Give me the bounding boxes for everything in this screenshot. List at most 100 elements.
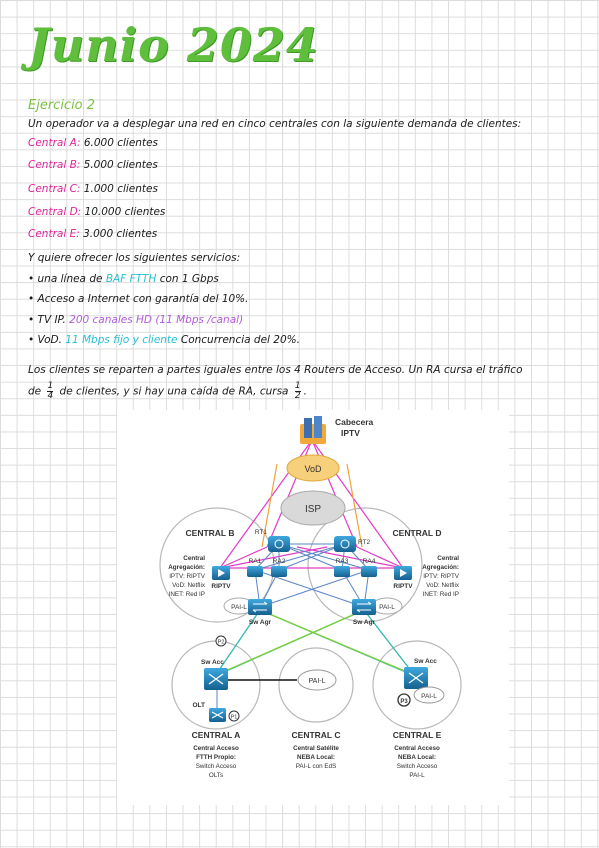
p1-label: P1 xyxy=(231,715,238,721)
service-highlight: 200 canales HD (11 Mbps /canal) xyxy=(69,314,244,326)
p1-marker: P1 xyxy=(228,710,240,722)
ra3-router-icon xyxy=(334,566,350,577)
central-e-info: Central Acceso NEBA Local: Switch Acceso… xyxy=(394,745,440,779)
p3-label: P3 xyxy=(400,699,408,705)
central-value: 3.000 clientes xyxy=(83,228,158,240)
info-line: Agregación: xyxy=(168,564,205,571)
p2-marker: P2 xyxy=(215,635,227,647)
p2-label: P2 xyxy=(218,640,225,646)
pail-label: PAI-L xyxy=(421,693,437,700)
rt1-router-icon xyxy=(268,536,290,552)
riptv-d-icon xyxy=(394,566,412,580)
info-line: NEBA Local: xyxy=(398,754,436,761)
info-line: Central Acceso xyxy=(193,745,239,752)
sw-agr-d-label: Sw Agr xyxy=(353,619,376,626)
sw-acc-e-label: Sw Acc xyxy=(414,658,437,665)
info-line: INET: Red IP xyxy=(423,591,459,598)
central-e-line: Central E: 3.000 clientes xyxy=(28,228,157,240)
service-text: una línea de xyxy=(37,273,103,285)
info-line: PAI-L con EdS xyxy=(296,763,337,770)
riptv-d-label: RIPTV xyxy=(393,583,413,590)
central-d-info: Central Agregación: IPTV: RIPTV VoD: Net… xyxy=(422,555,460,598)
ra1-label: RA1 xyxy=(249,558,262,565)
p3-marker: P3 xyxy=(397,693,411,707)
exercise-title: Ejercicio 2 xyxy=(28,98,96,113)
central-b-line: Central B: 5.000 clientes xyxy=(28,159,158,171)
service-text: Acceso a Internet con garantía del 10%. xyxy=(37,293,249,305)
pail-label: PAI-L xyxy=(231,604,247,611)
rt2-router-icon xyxy=(334,536,356,552)
ra4-label: RA4 xyxy=(363,558,376,565)
info-line: Central xyxy=(437,555,459,562)
service-text: TV IP. xyxy=(37,314,66,326)
info-line: Switch Acceso xyxy=(196,763,237,770)
paragraph-line-2: de 1 4 de clientes, y si hay una caída d… xyxy=(28,381,307,401)
sw-agr-b-switch-icon xyxy=(248,599,272,615)
fraction: 1 4 xyxy=(47,381,54,401)
info-line: Switch Acceso xyxy=(397,763,438,770)
sw-agr-d-switch-icon xyxy=(352,599,376,615)
fraction-denominator: 2 xyxy=(294,391,301,401)
info-line: OLTs xyxy=(209,772,223,779)
info-line: NEBA Local: xyxy=(297,754,335,761)
vod-cloud: VoD xyxy=(286,454,340,482)
central-b-title: CENTRAL B xyxy=(186,528,235,538)
service-item-vod: • VoD. 11 Mbps fijo y cliente Concurrenc… xyxy=(28,334,300,346)
info-line: Central Acceso xyxy=(394,745,440,752)
pail-e: PAI-L xyxy=(413,686,445,704)
service-highlight: BAF FTTH xyxy=(105,273,157,285)
central-c-circle xyxy=(278,647,354,723)
service-item-internet: • Acceso a Internet con garantía del 10%… xyxy=(28,293,249,305)
service-text: VoD. xyxy=(37,334,62,346)
sw-acc-a-switch-icon xyxy=(204,668,228,690)
info-line: IPTV: RIPTV xyxy=(423,573,460,580)
sw-agr-b-label: Sw Agr xyxy=(249,619,272,626)
service-text: con 1 Gbps xyxy=(159,273,219,285)
iptv-label: IPTV xyxy=(341,428,360,438)
service-item-baf: • una línea de BAF FTTH con 1 Gbps xyxy=(28,273,219,285)
headend-icon xyxy=(300,416,326,444)
cabecera-label: Cabecera xyxy=(335,417,374,427)
access-links xyxy=(214,609,416,677)
central-c-title: CENTRAL C xyxy=(292,730,341,740)
central-a-line: Central A: 6.000 clientes xyxy=(28,137,158,149)
pail-d: PAI-L xyxy=(371,597,403,615)
page-title: Junio 2024 xyxy=(28,18,319,72)
fraction-numerator: 1 xyxy=(294,381,301,392)
paragraph-text: de xyxy=(28,385,42,398)
riptv-b-icon xyxy=(212,566,230,580)
intro-text: Un operador va a desplegar una red en ci… xyxy=(28,118,522,130)
central-value: 5.000 clientes xyxy=(83,159,158,171)
riptv-b-label: RIPTV xyxy=(211,583,231,590)
central-d-title: CENTRAL D xyxy=(393,528,442,538)
central-a-title: CENTRAL A xyxy=(192,730,241,740)
central-c-info: Central Satélite NEBA Local: PAI-L con E… xyxy=(293,745,339,770)
central-b-info: Central Agregación: IPTV: RIPTV VoD: Net… xyxy=(168,555,206,598)
info-line: Agregación: xyxy=(422,564,459,571)
service-highlight: 11 Mbps fijo y cliente xyxy=(65,334,178,346)
fraction-numerator: 1 xyxy=(47,381,54,392)
central-c-line: Central C: 1.000 clientes xyxy=(28,183,158,195)
isp-cloud: ISP xyxy=(280,490,346,526)
network-diagram-svg: VoD ISP Cabecera IPTV RT1 RT2 RA1 RA2 RA… xyxy=(159,416,462,779)
info-line: Central Satélite xyxy=(293,745,339,752)
pail-c: PAI-L xyxy=(297,669,337,691)
info-line: INET: Red IP xyxy=(169,591,205,598)
service-item-tvip: • TV IP. 200 canales HD (11 Mbps /canal) xyxy=(28,314,244,326)
sw-acc-e-switch-icon xyxy=(404,667,428,689)
central-d-circle xyxy=(307,507,423,623)
olt-label: OLT xyxy=(192,702,205,709)
paragraph-line-1: Los clientes se reparten a partes iguale… xyxy=(28,364,523,376)
central-value: 10.000 clientes xyxy=(84,206,166,218)
isp-label: ISP xyxy=(305,504,321,515)
service-text: Concurrencia del 20%. xyxy=(180,334,300,346)
network-diagram: VoD ISP Cabecera IPTV RT1 RT2 RA1 RA2 RA… xyxy=(117,410,509,805)
vod-links xyxy=(261,463,363,548)
fraction-denominator: 4 xyxy=(47,391,54,401)
central-e-circle xyxy=(372,640,462,730)
central-label: Central A: xyxy=(28,137,81,149)
info-line: PAI-L xyxy=(409,772,425,779)
info-line: Central xyxy=(183,555,205,562)
central-value: 1.000 clientes xyxy=(83,183,158,195)
ra4-router-icon xyxy=(361,566,377,577)
